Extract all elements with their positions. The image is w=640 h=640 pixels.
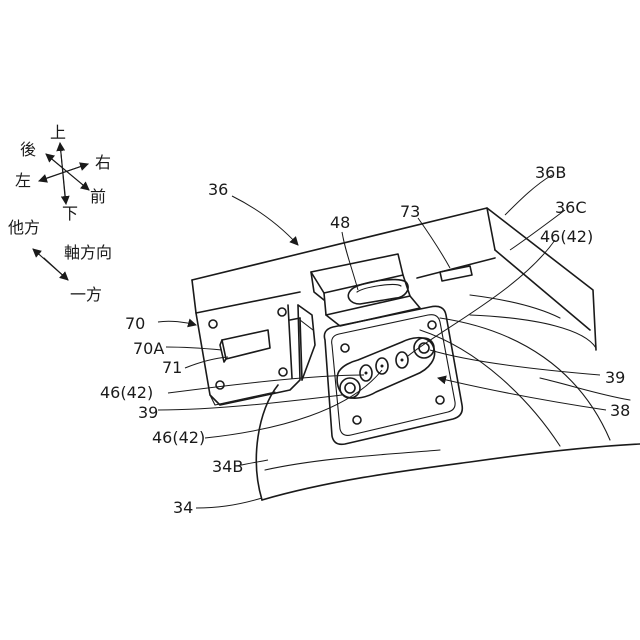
neck-line (300, 320, 313, 330)
terminal-39-right (414, 338, 434, 358)
ref-34: 34 (173, 498, 193, 517)
body-34-bottom-edge (262, 444, 640, 500)
leader-71 (185, 357, 228, 368)
block-hole-1 (341, 344, 349, 352)
pin-46-3-dot (401, 359, 404, 362)
leader-46-top (408, 240, 555, 356)
block-hole-2 (428, 321, 436, 329)
plate-right-corner (487, 208, 495, 250)
ref-70: 70 (125, 314, 145, 333)
bracket-hole-4 (279, 368, 287, 376)
ref-39-left: 39 (138, 403, 158, 422)
pin-46-2-dot (381, 365, 384, 368)
body-34-contour-2 (420, 330, 560, 446)
bracket-hole-1 (209, 320, 217, 328)
ref-36C: 36C (555, 198, 587, 217)
leader-70A (166, 347, 222, 350)
axial-direction-indicator: 他方 軸方向 一方 (8, 218, 112, 304)
ref-46-42-left: 46(42) (100, 383, 153, 402)
block-hole-3 (353, 416, 361, 424)
rear-arrow (46, 154, 89, 190)
axial-other-arrow (33, 249, 68, 280)
dir-rear-label: 後 (20, 140, 36, 159)
bracket-hole-2 (278, 308, 286, 316)
connector-48 (311, 254, 420, 326)
dir-up-label: 上 (50, 123, 66, 142)
axial-one-label: 一方 (70, 285, 102, 304)
body-34-contour-1 (265, 450, 440, 470)
ref-39-right: 39 (605, 368, 625, 387)
leader-36 (232, 196, 298, 245)
bracket-70-inner-edge (288, 305, 292, 378)
pin-46-1-dot (365, 372, 368, 375)
ref-38: 38 (610, 401, 630, 420)
ref-48: 48 (330, 213, 350, 232)
reference-labels: 36 36B 36C 48 73 46(42) 70 70A 71 46(42)… (100, 163, 630, 517)
bracket-70 (196, 305, 302, 405)
leader-70 (158, 321, 196, 325)
bracket-hole-3 (216, 381, 224, 389)
leader-38 (438, 378, 606, 410)
dir-left-label: 左 (15, 171, 31, 190)
dir-down-label: 下 (62, 204, 78, 223)
block-hole-4 (436, 396, 444, 404)
ref-70A: 70A (133, 339, 164, 358)
body-34-contour-3 (440, 318, 610, 440)
ref-36: 36 (208, 180, 228, 199)
dir-right-label: 右 (95, 153, 111, 172)
dir-front-label: 前 (90, 187, 106, 206)
ref-34B: 34B (212, 457, 243, 476)
axial-label: 軸方向 (64, 243, 112, 262)
ref-73: 73 (400, 202, 420, 221)
ref-46-42-bottom: 46(42) (152, 428, 205, 447)
tab-70A (222, 330, 270, 359)
terminal-39-left (340, 378, 360, 398)
leader-73 (418, 218, 450, 268)
direction-indicator: 上 後 右 左 前 下 (15, 123, 111, 223)
ref-46-42-top: 46(42) (540, 227, 593, 246)
connector-48-slot-inner (357, 285, 401, 292)
ref-36B: 36B (535, 163, 566, 182)
terminal-39-left-inner (345, 383, 355, 393)
ref-71: 71 (162, 358, 182, 377)
axial-other-label: 他方 (8, 218, 40, 237)
slot-73 (440, 266, 472, 281)
connector-48-front (324, 275, 410, 315)
plate-36C-edge (470, 295, 560, 318)
housing-body-34 (256, 315, 640, 500)
leader-34 (196, 498, 262, 508)
